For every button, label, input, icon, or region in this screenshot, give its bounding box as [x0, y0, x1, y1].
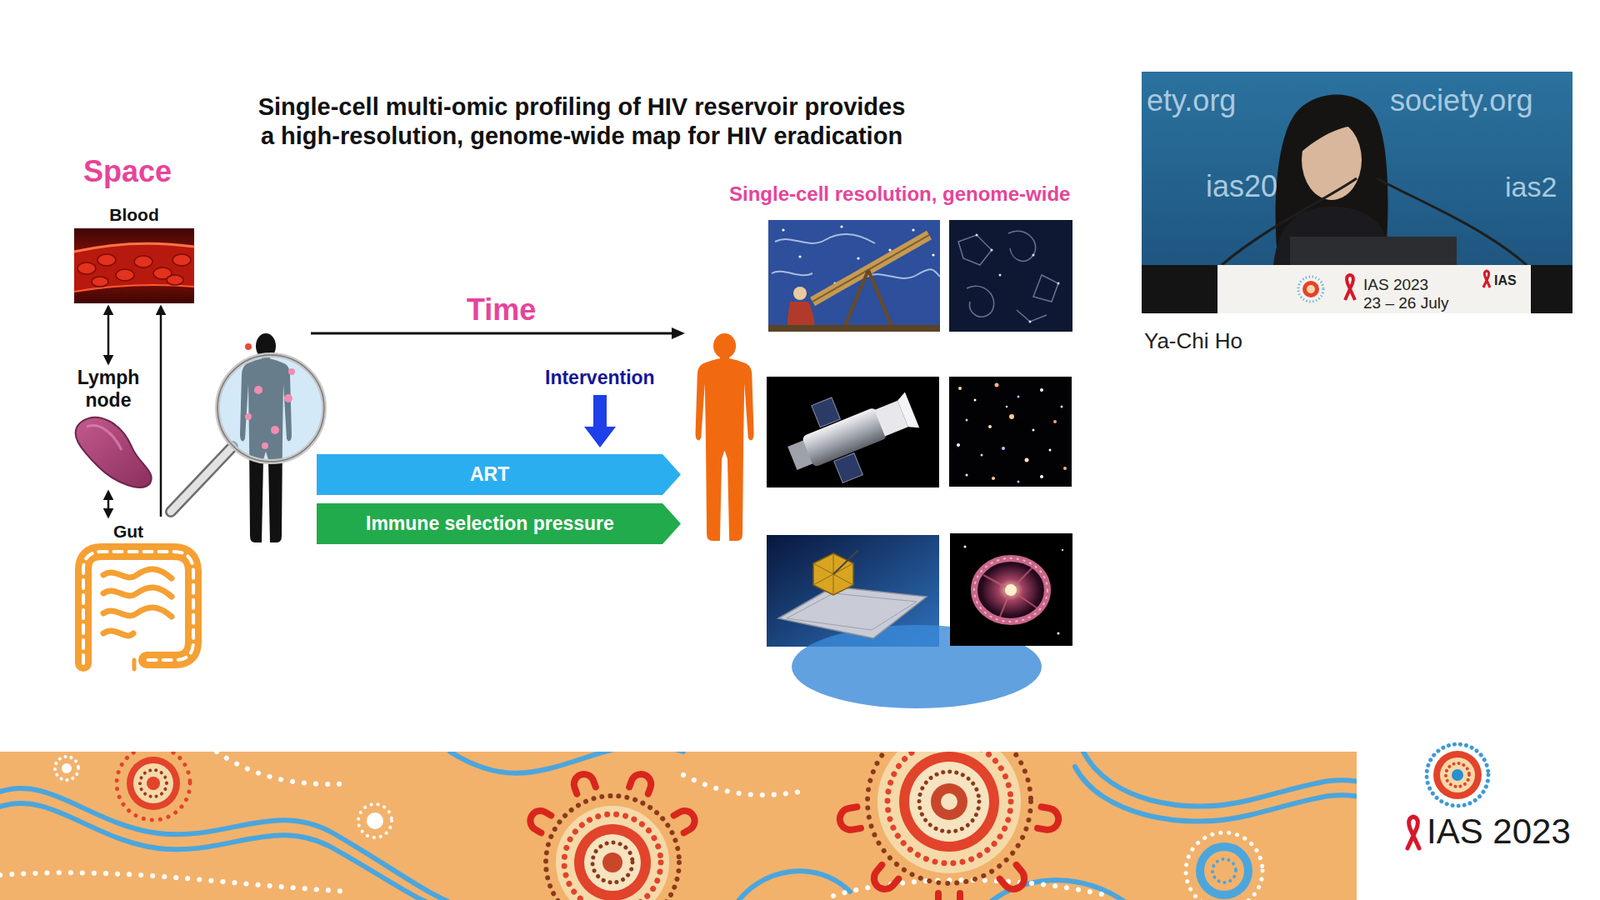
tissue-node: Blood: [74, 203, 195, 304]
podium-text: IAS 2023: [1363, 275, 1429, 295]
connector-arrow: [107, 491, 110, 517]
connector-arrow: [107, 306, 110, 364]
time-arrow: [310, 327, 685, 340]
backdrop-text: ias2: [1505, 170, 1557, 204]
podium-text: 23 – 26 July: [1363, 294, 1449, 313]
connector-arrow: [160, 306, 163, 517]
band-label: Immune selection pressure: [365, 512, 615, 535]
intervention-arrow: [584, 395, 616, 448]
tissue-label: Blood: [74, 203, 195, 227]
podium-logo-text: IAS: [1494, 272, 1517, 290]
gut-image: [83, 551, 194, 670]
speaker-name: Ya-Chi Ho: [1144, 328, 1243, 354]
tissue-label: Lymph node: [62, 366, 155, 412]
backdrop-text: ias20: [1205, 169, 1278, 205]
band-arrow: Immune selection pressure: [316, 503, 681, 545]
astronomer-engraving: [768, 220, 940, 332]
constellation-chart: [949, 220, 1073, 332]
magnifying-glass: [170, 343, 325, 512]
hubble-telescope: [766, 371, 940, 498]
panel-heading: Single-cell resolution, genome-wide: [729, 182, 1070, 206]
band-arrow-fill: [316, 503, 681, 545]
cartwheel-galaxy: [950, 533, 1073, 646]
treated-person-silhouette: [695, 333, 755, 541]
aboriginal-art-banner: [0, 751, 1357, 900]
blood-vessel-image: [74, 228, 195, 304]
slide-title: Single-cell multi-omic profiling of HIV …: [123, 92, 1040, 151]
band-arrow-fill: [316, 454, 681, 495]
tissue-node: Gut: [69, 520, 205, 670]
speaker-video: [1141, 71, 1573, 314]
lymph-node-image: [75, 417, 152, 488]
tissue-label: Gut: [107, 520, 150, 544]
deep-field-image: [949, 376, 1072, 487]
axis-heading: Time: [466, 293, 536, 327]
axis-heading: Space: [83, 155, 172, 189]
tissue-node: Lymph node: [62, 366, 155, 489]
intervention-label: Intervention: [545, 366, 655, 390]
backdrop-text: ety.org: [1146, 83, 1236, 119]
backdrop-text: society.org: [1390, 83, 1533, 119]
band-label: ART: [470, 463, 510, 486]
band-arrow: ART: [316, 454, 681, 495]
conference-logo-text: IAS 2023: [1426, 811, 1571, 852]
